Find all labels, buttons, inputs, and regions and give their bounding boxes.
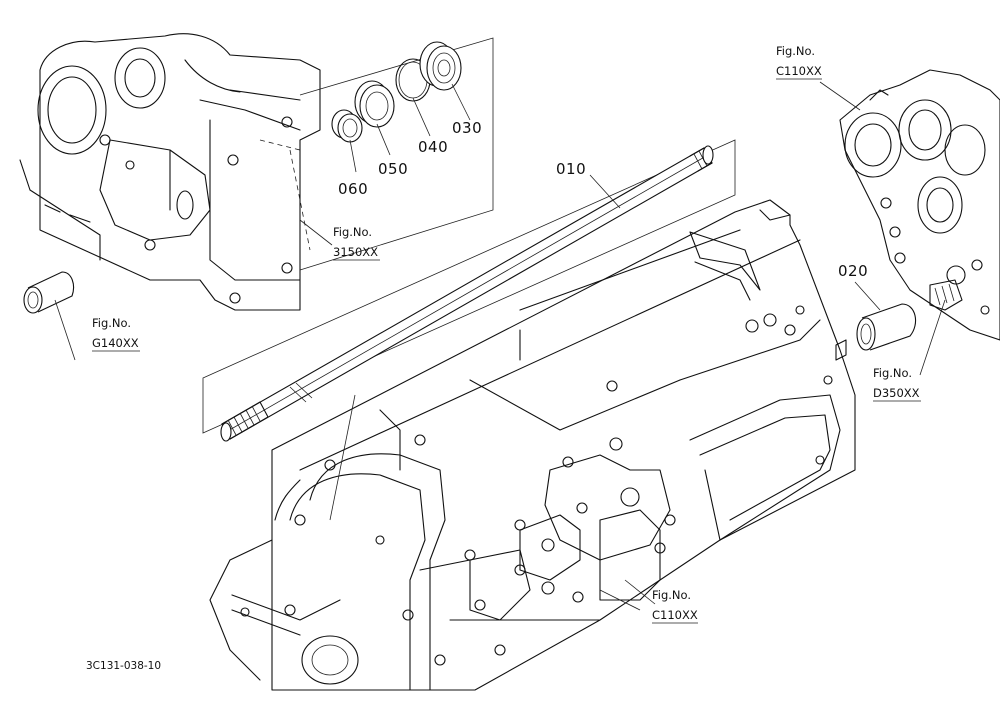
leader-d350xx [919, 299, 946, 376]
right-housing [839, 69, 1000, 341]
leader-030 [451, 83, 471, 121]
figref-c110xx-bottom[interactable]: Fig.No. C110XX [652, 588, 698, 624]
figref-3150xx[interactable]: Fig.No. 3150XX [333, 225, 380, 261]
part-020-sleeve [856, 303, 917, 351]
leader-040 [412, 97, 431, 137]
part-number-050[interactable]: 050 [378, 160, 408, 178]
part-030-bearing [419, 41, 462, 91]
leader-c110xx-top [819, 81, 861, 111]
part-010-shaft [220, 145, 714, 442]
part-number-060[interactable]: 060 [338, 180, 368, 198]
leader-020 [854, 281, 881, 311]
figref-c110xx-top[interactable]: Fig.No. C110XX [776, 44, 822, 80]
leader-c110xx-bottom [624, 579, 656, 605]
figref-code: G140XX [92, 336, 139, 350]
labels: 010 020 030 040 050 060 Fig.No. C110XX F… [86, 44, 921, 672]
part-number-010[interactable]: 010 [556, 160, 586, 178]
figref-d350xx[interactable]: Fig.No. D350XX [873, 366, 921, 402]
drawing-id: 3C131-038-10 [86, 660, 161, 672]
leader-050 [376, 123, 391, 156]
figref-label: Fig.No. [92, 316, 131, 330]
leader-060 [349, 139, 357, 173]
figref-label: Fig.No. [652, 588, 691, 602]
figref-code: C110XX [776, 64, 822, 78]
parts-group-frame-shaft [202, 139, 736, 434]
figref-label: Fig.No. [333, 225, 372, 239]
part-060-collar [331, 109, 363, 143]
leader-010 [589, 174, 621, 209]
upper-left-housing [19, 33, 321, 311]
figref-code: D350XX [873, 386, 920, 400]
figref-code: C110XX [652, 608, 698, 622]
part-number-020[interactable]: 020 [838, 262, 868, 280]
figref-g140xx[interactable]: Fig.No. G140XX [92, 316, 140, 352]
part-number-030[interactable]: 030 [452, 119, 482, 137]
leader-3150xx [299, 219, 333, 246]
figref-label: Fig.No. [776, 44, 815, 58]
parts-group-frame-upper [299, 37, 494, 271]
figref-code: 3150XX [333, 245, 378, 259]
part-050-seal [354, 80, 395, 128]
sleeve-g140xx [23, 271, 76, 361]
transmission-case [209, 199, 856, 691]
part-number-040[interactable]: 040 [418, 138, 448, 156]
figref-label: Fig.No. [873, 366, 912, 380]
